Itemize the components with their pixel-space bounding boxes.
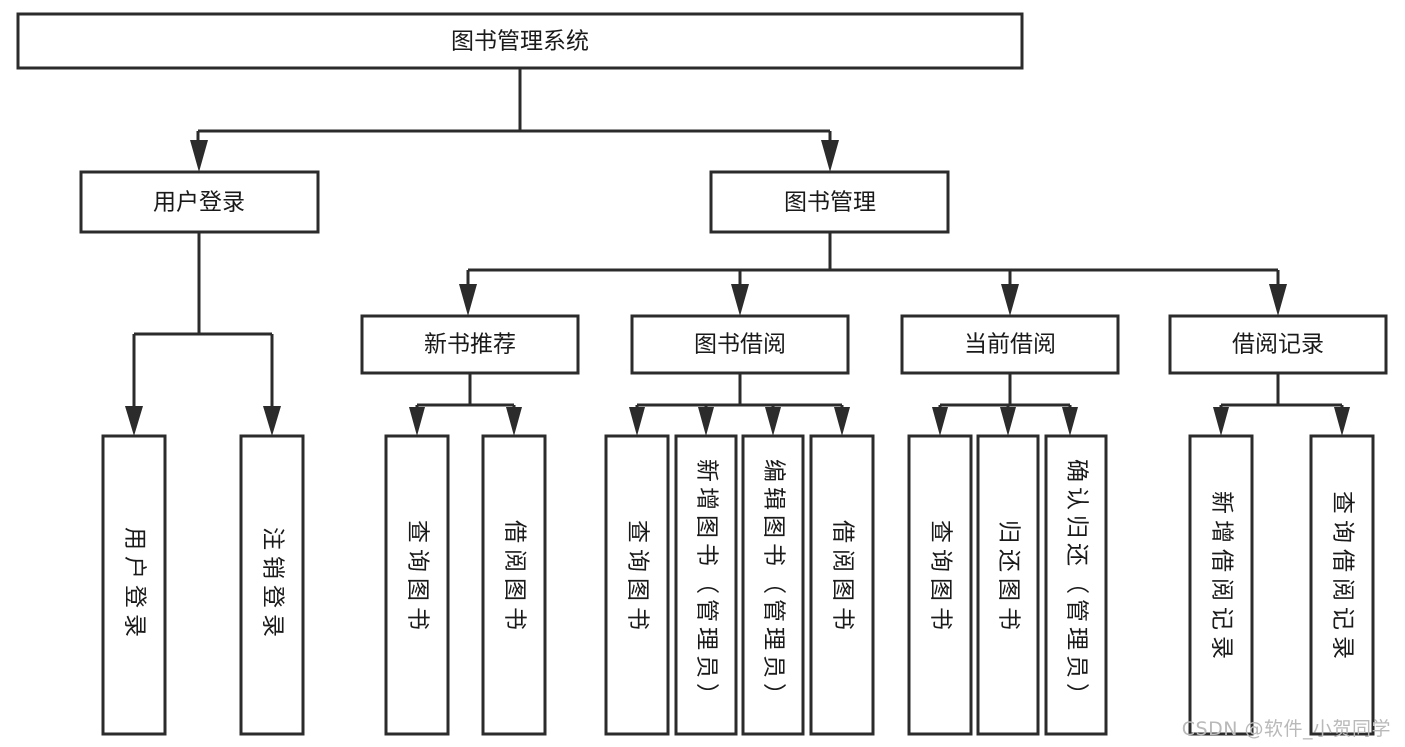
node-leaf-borrow-book-2-label: 借阅图书	[830, 520, 856, 636]
node-root[interactable]: 图书管理系统	[16, 12, 1024, 70]
node-leaf-query-book-2[interactable]: 查询图书	[604, 434, 670, 736]
node-leaf-borrow-book-1-label: 借阅图书	[502, 520, 528, 636]
node-leaf-query-book-2-box[interactable]	[604, 434, 670, 736]
node-leaf-user-logout-label: 注销登录	[260, 527, 286, 643]
arrow-icon-to-leaf-query-book-2	[629, 407, 645, 436]
arrow-icon-to-book-management	[821, 140, 839, 172]
node-current-borrow-label: 当前借阅	[964, 332, 1056, 358]
node-root-box[interactable]	[16, 12, 1024, 70]
node-book-borrow[interactable]: 图书借阅	[630, 314, 850, 375]
node-leaf-user-login-box[interactable]	[101, 434, 167, 736]
node-leaf-confirm-return[interactable]: 确认归还（管理员）	[1044, 434, 1108, 736]
node-borrow-record[interactable]: 借阅记录	[1168, 314, 1388, 375]
node-book-management-box[interactable]	[709, 170, 950, 234]
arrow-icon-to-leaf-confirm-return	[1062, 407, 1078, 436]
arrow-icon-to-leaf-query-book-1	[409, 407, 425, 436]
node-leaf-query-book-3-box[interactable]	[907, 434, 973, 736]
arrow-icon-to-new-book-recommend	[459, 284, 477, 316]
node-leaf-user-login-label: 用户登录	[122, 527, 148, 643]
arrow-icon-to-user-login	[190, 140, 208, 172]
node-book-management-label: 图书管理	[784, 190, 876, 216]
node-leaf-edit-book-label: 编辑图书（管理员）	[761, 459, 787, 711]
node-new-book-recommend-label: 新书推荐	[424, 332, 516, 358]
node-leaf-return-book-box[interactable]	[976, 434, 1040, 736]
node-leaf-query-book-3-label: 查询图书	[928, 520, 954, 636]
arrow-icon-to-borrow-record	[1269, 284, 1287, 316]
node-leaf-query-book-1[interactable]: 查询图书	[384, 434, 450, 736]
node-leaf-add-book-box[interactable]	[674, 434, 738, 736]
node-current-borrow-box[interactable]	[900, 314, 1120, 375]
arrow-icon-to-leaf-user-logout	[263, 406, 281, 436]
node-book-management[interactable]: 图书管理	[709, 170, 950, 234]
node-current-borrow[interactable]: 当前借阅	[900, 314, 1120, 375]
arrow-icon-to-leaf-edit-book	[765, 407, 781, 436]
node-root-label: 图书管理系统	[451, 29, 589, 55]
node-leaf-query-record-box[interactable]	[1309, 434, 1375, 736]
node-user-login-label: 用户登录	[153, 190, 245, 216]
node-leaf-user-logout-box[interactable]	[239, 434, 305, 736]
arrow-icon-to-leaf-user-login	[125, 406, 143, 436]
node-leaf-add-record[interactable]: 新增借阅记录	[1188, 434, 1254, 736]
node-leaf-query-book-1-label: 查询图书	[405, 520, 431, 636]
node-leaf-borrow-book-2[interactable]: 借阅图书	[809, 434, 875, 736]
node-leaf-query-book-1-box[interactable]	[384, 434, 450, 736]
node-leaf-user-logout[interactable]: 注销登录	[239, 434, 305, 736]
arrow-icon-to-book-borrow	[731, 284, 749, 316]
node-leaf-query-record[interactable]: 查询借阅记录	[1309, 434, 1375, 736]
node-borrow-record-box[interactable]	[1168, 314, 1388, 375]
node-leaf-confirm-return-label: 确认归还（管理员）	[1064, 459, 1090, 711]
node-leaf-confirm-return-box[interactable]	[1044, 434, 1108, 736]
arrow-icon-to-leaf-query-book-3	[932, 407, 948, 436]
node-leaf-query-book-3[interactable]: 查询图书	[907, 434, 973, 736]
node-user-login-box[interactable]	[79, 170, 320, 234]
node-borrow-record-label: 借阅记录	[1232, 332, 1324, 358]
node-leaf-add-book[interactable]: 新增图书（管理员）	[674, 434, 738, 736]
node-leaf-return-book-label: 归还图书	[996, 520, 1022, 636]
arrow-icon-to-leaf-add-record	[1213, 407, 1229, 436]
node-leaf-borrow-book-1[interactable]: 借阅图书	[481, 434, 547, 736]
node-leaf-return-book[interactable]: 归还图书	[976, 434, 1040, 736]
node-leaf-borrow-book-2-box[interactable]	[809, 434, 875, 736]
arrow-icon-to-current-borrow	[1001, 284, 1019, 316]
node-new-book-recommend[interactable]: 新书推荐	[360, 314, 580, 375]
node-leaf-query-book-2-label: 查询图书	[625, 520, 651, 636]
node-leaf-borrow-book-1-box[interactable]	[481, 434, 547, 736]
arrowhead-layer	[125, 140, 1350, 436]
node-leaf-add-book-label: 新增图书（管理员）	[694, 459, 720, 711]
arrow-icon-to-leaf-query-record	[1334, 407, 1350, 436]
node-book-borrow-label: 图书借阅	[694, 332, 786, 358]
node-leaf-query-record-label: 查询借阅记录	[1330, 491, 1356, 665]
node-new-book-recommend-box[interactable]	[360, 314, 580, 375]
arrow-icon-to-leaf-return-book	[1000, 407, 1016, 436]
node-leaf-user-login[interactable]: 用户登录	[101, 434, 167, 736]
node-leaf-add-record-label: 新增借阅记录	[1209, 491, 1235, 665]
arrow-icon-to-leaf-borrow-book-1	[506, 407, 522, 436]
node-leaf-edit-book-box[interactable]	[741, 434, 805, 736]
node-leaf-add-record-box[interactable]	[1188, 434, 1254, 736]
node-user-login[interactable]: 用户登录	[79, 170, 320, 234]
arrow-icon-to-leaf-borrow-book-2	[834, 407, 850, 436]
arrow-icon-to-leaf-add-book	[698, 407, 714, 436]
node-book-borrow-box[interactable]	[630, 314, 850, 375]
node-leaf-edit-book[interactable]: 编辑图书（管理员）	[741, 434, 805, 736]
